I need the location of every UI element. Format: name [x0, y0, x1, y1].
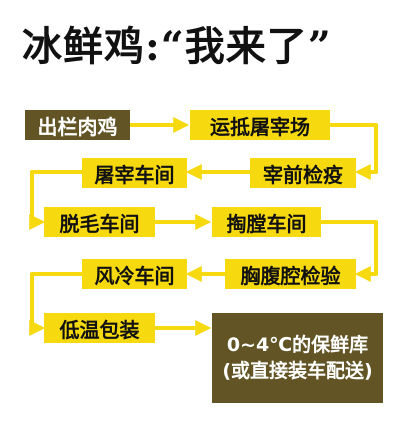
arrow-6-7 — [321, 220, 378, 282]
step-chicken-out: 出栏肉鸡 — [25, 110, 130, 140]
step-low-temp-packaging: 低温包装 — [44, 313, 155, 343]
step-slaughter-workshop: 屠宰车间 — [82, 158, 187, 188]
arrow-8-9 — [29, 272, 82, 336]
step-cavity-inspection: 胸腹腔检验 — [225, 259, 356, 289]
step-evisceration-workshop: 掏膛车间 — [212, 207, 321, 237]
step-pre-slaughter-quarantine: 宰前检疫 — [250, 158, 356, 188]
step-air-cooling-workshop: 风冷车间 — [82, 259, 187, 289]
arrow-2-3 — [330, 123, 378, 180]
step-arrive-slaughterhouse: 运抵屠宰场 — [190, 110, 330, 140]
step-depilation-workshop: 脱毛车间 — [44, 207, 155, 237]
arrow-4-5 — [29, 170, 82, 230]
diagram-title: 冰鲜鸡:“我来了” — [22, 23, 332, 70]
step-cold-storage: 0~4℃的保鲜库(或直接装车配送) — [212, 313, 383, 403]
